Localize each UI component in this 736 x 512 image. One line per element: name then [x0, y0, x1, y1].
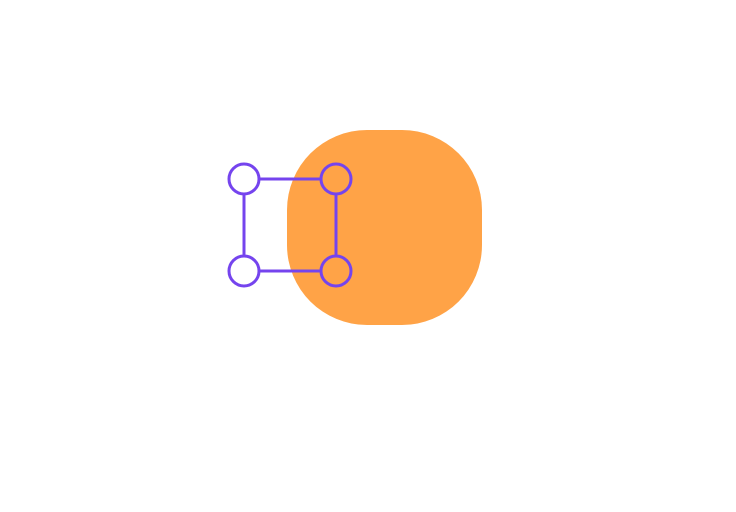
selection-bounding-box — [242, 177, 338, 273]
resize-handle-bottom-right[interactable] — [319, 254, 353, 288]
resize-handle-top-left[interactable] — [227, 162, 261, 196]
resize-handle-bottom-left[interactable] — [227, 254, 261, 288]
resize-handle-top-right[interactable] — [319, 162, 353, 196]
orange-rounded-shape[interactable] — [287, 130, 482, 325]
